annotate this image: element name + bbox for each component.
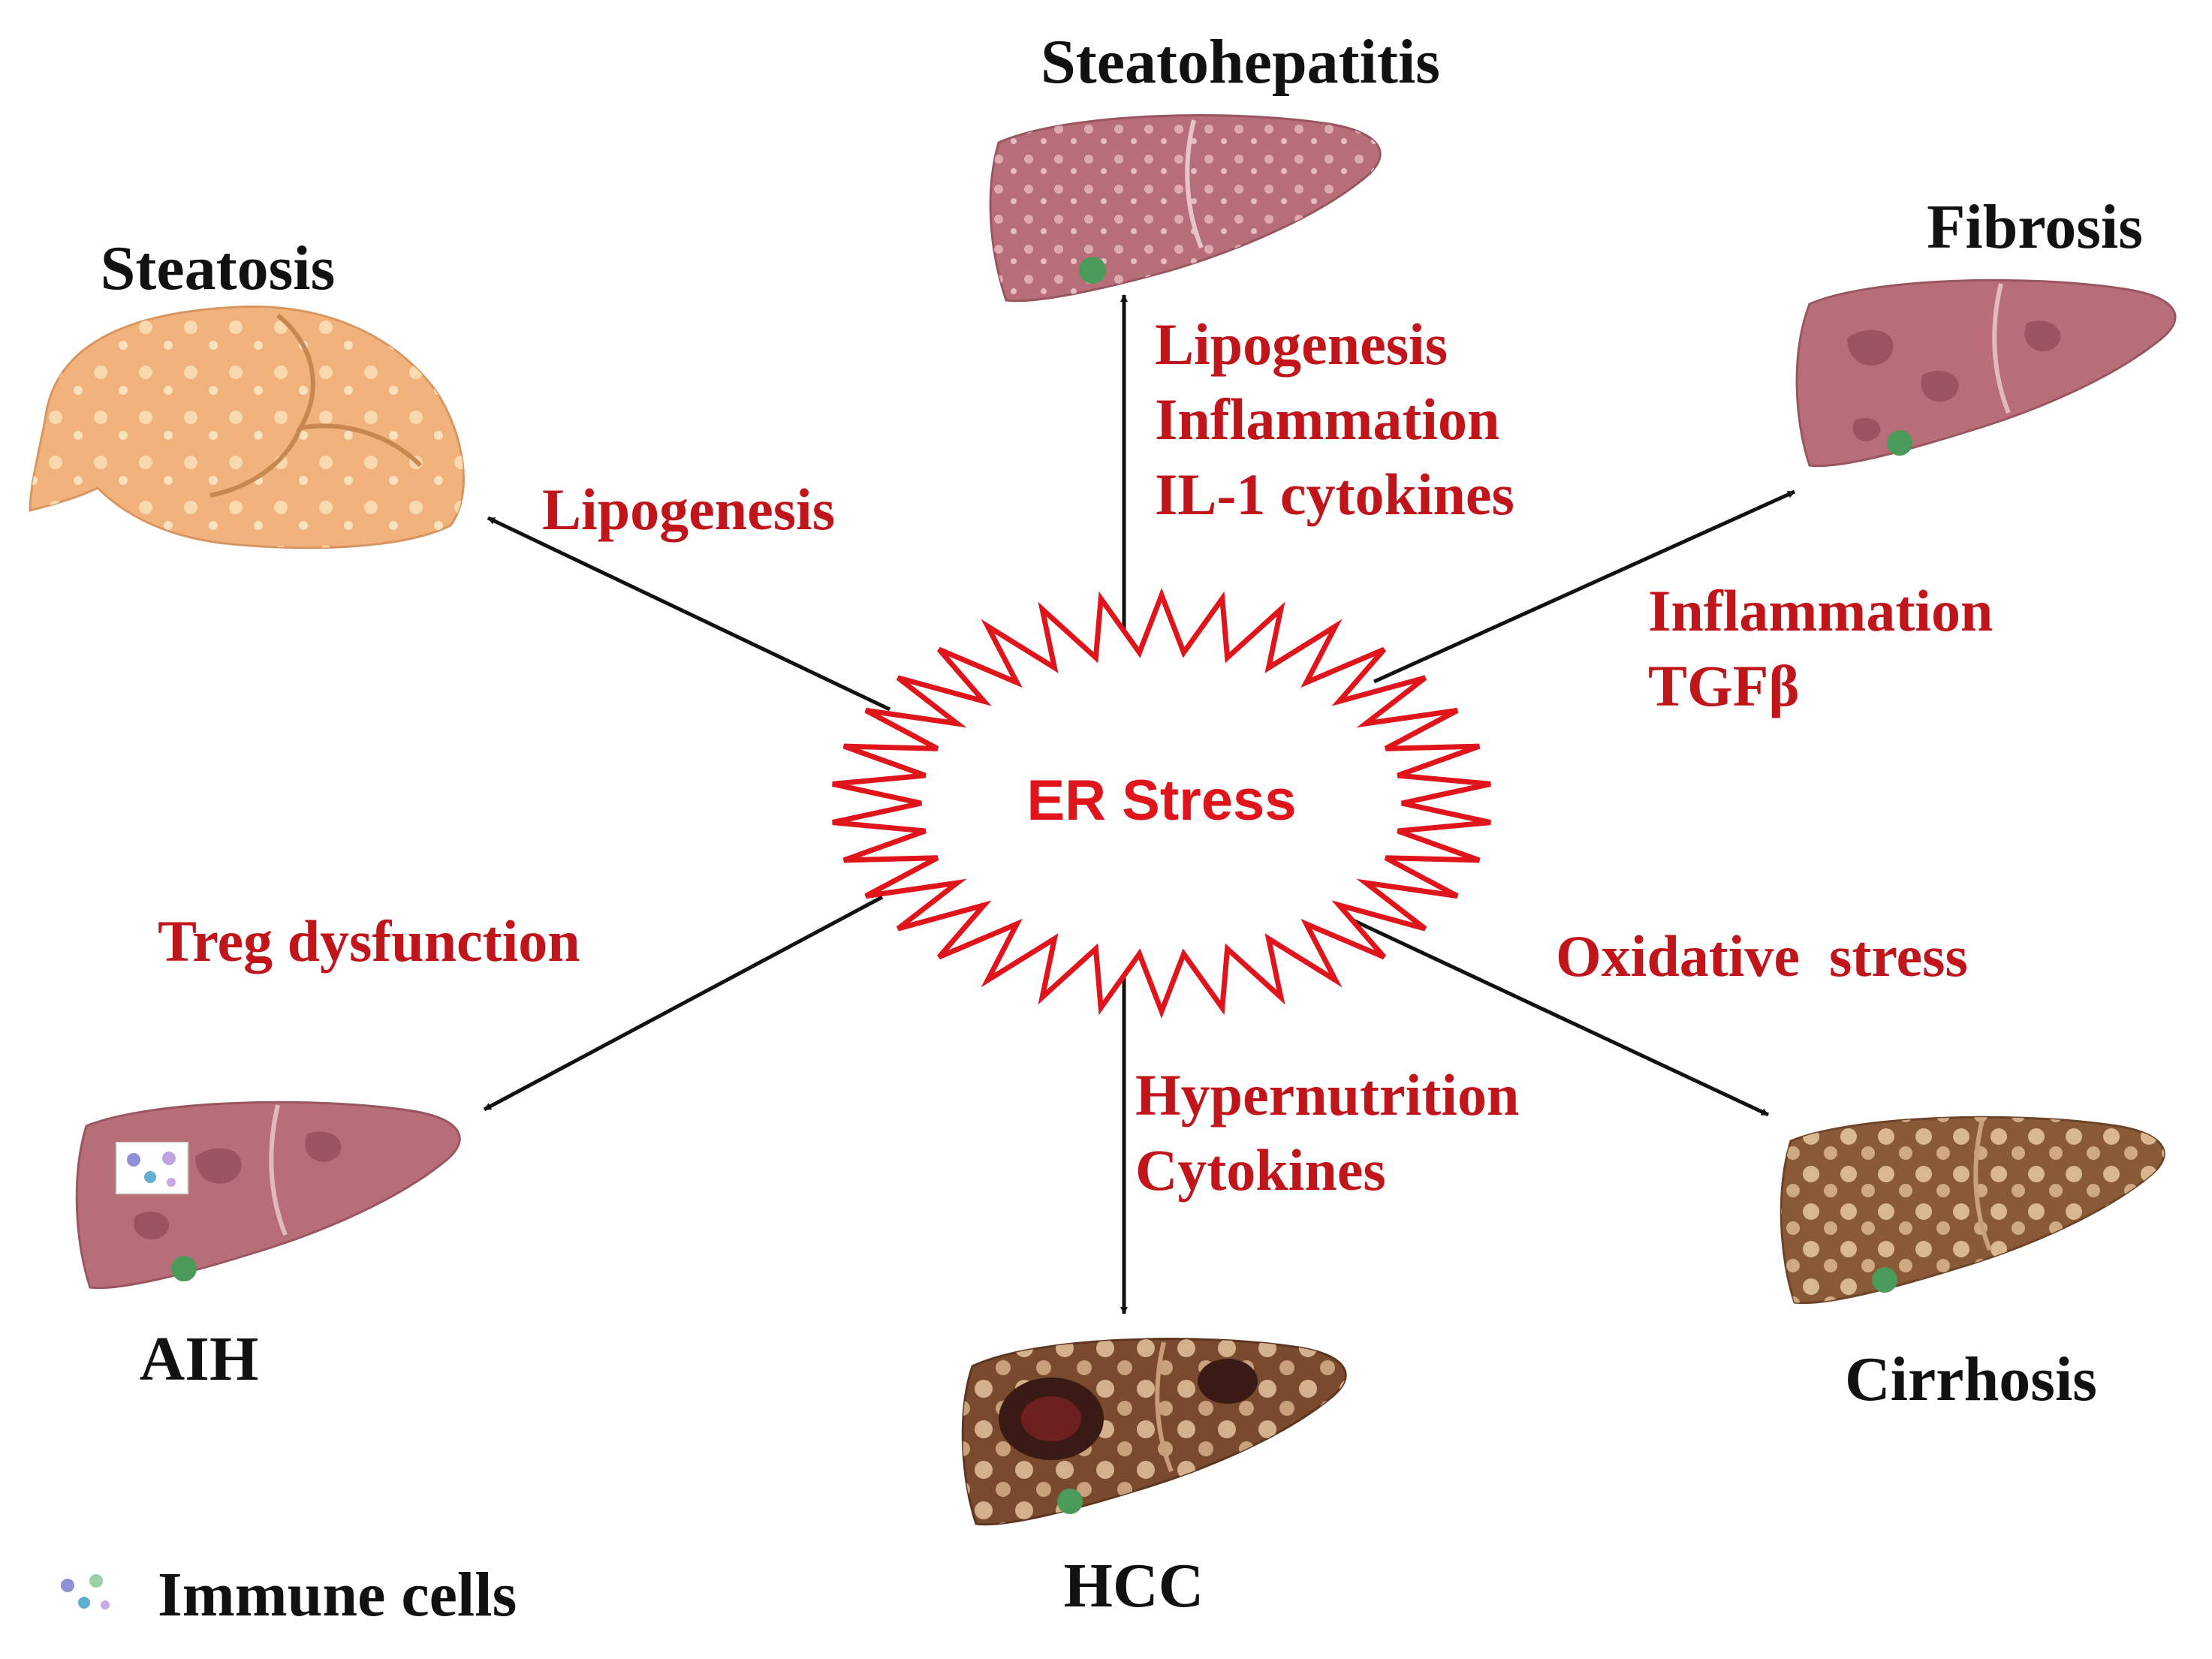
fatty-liver-icon bbox=[29, 305, 465, 549]
mechanism-steatohepatitis-3: IL-1 cytokines bbox=[1155, 462, 1514, 527]
steatohepatitis-liver: Steatohepatitis bbox=[989, 27, 1440, 303]
steatosis-label: Steatosis bbox=[101, 233, 336, 303]
er-stress-node: ER Stress bbox=[832, 588, 1491, 1019]
fibrosis-label: Fibrosis bbox=[1927, 192, 2143, 262]
mechanism-steatohepatitis-2: Inflammation bbox=[1155, 387, 1499, 452]
spotted-liver-icon bbox=[989, 114, 1382, 303]
arrow-to-steatosis bbox=[487, 516, 891, 712]
tumor-liver-icon bbox=[961, 1338, 1347, 1526]
mechanism-hcc-1: Hypernutrition bbox=[1135, 1062, 1519, 1128]
arrow-to-aih bbox=[483, 895, 884, 1112]
legend: Immune cells bbox=[61, 1560, 517, 1630]
mechanism-steatosis-1: Lipogenesis bbox=[542, 477, 835, 542]
cirrhosis-label: Cirrhosis bbox=[1845, 1344, 2097, 1414]
er-stress-label: ER Stress bbox=[1026, 769, 1296, 833]
hcc-liver: HCC bbox=[961, 1338, 1347, 1621]
arrows bbox=[483, 294, 1796, 1314]
mechanism-labels: Lipogenesis Lipogenesis Inflammation IL-… bbox=[158, 312, 1993, 1203]
hcc-label: HCC bbox=[1064, 1551, 1204, 1621]
mechanism-steatohepatitis-1: Lipogenesis bbox=[1155, 312, 1448, 377]
immune-liver-icon bbox=[75, 1100, 461, 1290]
aih-liver: AIH bbox=[75, 1100, 461, 1394]
steatohepatitis-label: Steatohepatitis bbox=[1041, 27, 1440, 97]
starburst-icon bbox=[832, 588, 1491, 1019]
arrow-to-cirrhosis bbox=[1350, 917, 1770, 1117]
legend-label: Immune cells bbox=[158, 1560, 517, 1630]
mechanism-cirrhosis-1: Oxidative stress bbox=[1556, 923, 1968, 989]
mechanism-hcc-2: Cytokines bbox=[1135, 1137, 1386, 1203]
cirrhosis-liver: Cirrhosis bbox=[1780, 1116, 2165, 1414]
arrow-to-fibrosis bbox=[1373, 489, 1796, 684]
mechanism-fibrosis-1: Inflammation bbox=[1648, 578, 1993, 643]
fibrosis-liver: Fibrosis bbox=[1795, 192, 2177, 468]
cirrhotic-liver-icon bbox=[1780, 1116, 2165, 1305]
mechanism-fibrosis-2: TGFβ bbox=[1648, 653, 1799, 718]
fibrotic-liver-icon bbox=[1795, 279, 2177, 468]
mechanism-aih-1: Treg dysfunction bbox=[158, 908, 580, 974]
aih-label: AIH bbox=[140, 1324, 259, 1394]
immune-cells-icon bbox=[61, 1574, 110, 1609]
steatosis-liver: Steatosis bbox=[29, 233, 465, 549]
